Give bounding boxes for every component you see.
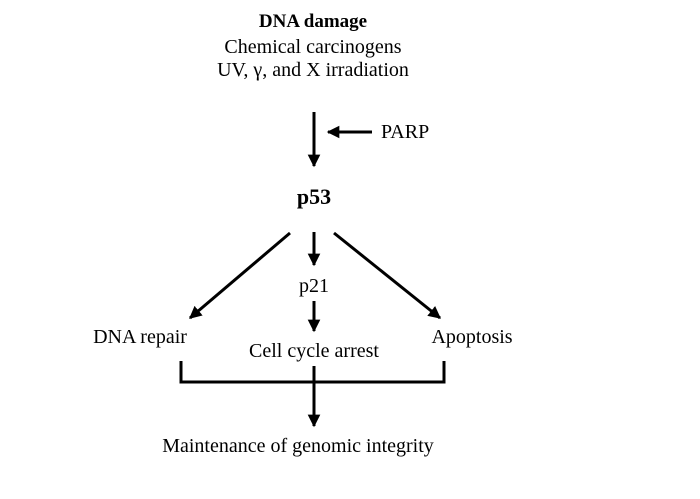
genomic-integrity-label: Maintenance of genomic integrity bbox=[162, 435, 434, 457]
apoptosis-label: Apoptosis bbox=[431, 326, 513, 348]
p53-label: p53 bbox=[296, 184, 332, 209]
cell-cycle-arrest-label: Cell cycle arrest bbox=[249, 340, 379, 362]
p53-to-apoptosis-arrow bbox=[333, 231, 441, 320]
p21-label: p21 bbox=[299, 275, 329, 297]
dna-repair-label: DNA repair bbox=[93, 326, 187, 348]
parp-label: PARP bbox=[381, 121, 430, 143]
chemical-carcinogens-label: Chemical carcinogens bbox=[224, 36, 402, 58]
dna-damage-title: DNA damage bbox=[258, 11, 368, 32]
p53-to-dna-repair-arrow bbox=[189, 231, 291, 320]
irradiation-label: UV, γ, and X irradiation bbox=[217, 59, 409, 81]
